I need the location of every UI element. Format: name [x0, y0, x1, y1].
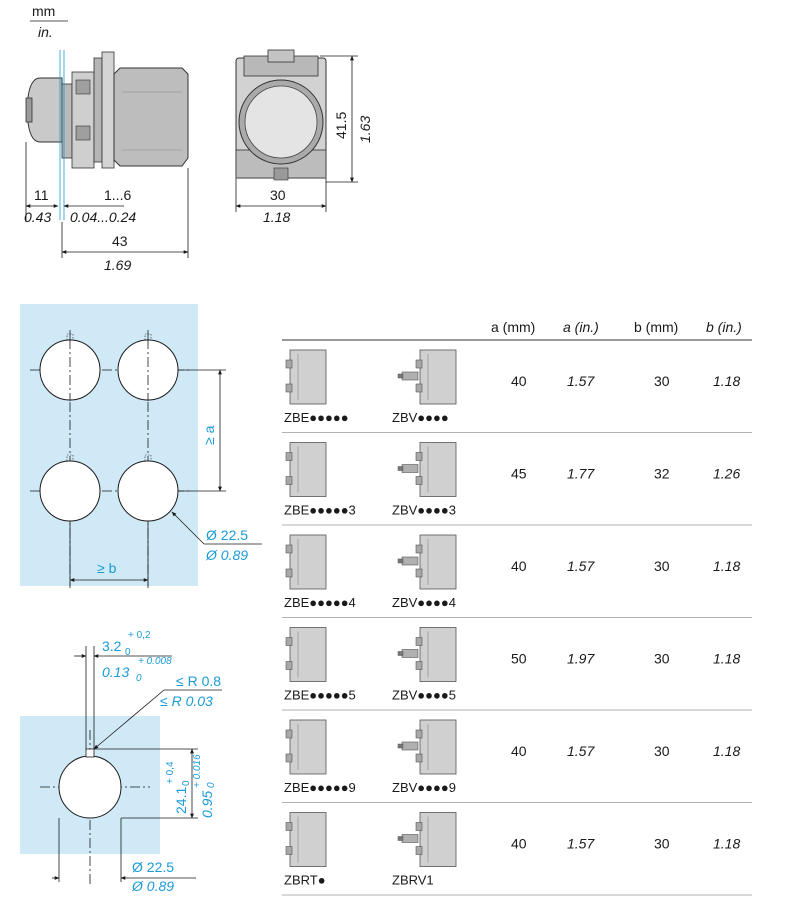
key-width-mm: 3.2	[102, 638, 122, 654]
right-model-label: ZBV●●●●5	[392, 688, 456, 703]
cutout-dia-mm: Ø 22.5	[206, 527, 248, 543]
keyed-dia-mm: Ø 22.5	[132, 859, 174, 875]
key-depth-mm-tol: + 0,4	[165, 761, 176, 784]
contact-block-icon	[397, 349, 457, 405]
dim-height-mm: 41.5	[333, 112, 349, 139]
dimension-table: a (mm) a (in.) b (mm) b (in.) ZBE●●●●●ZB…	[282, 319, 752, 896]
table-row: ZBE●●●●●5 ZBV●●●●5 50 1.97 30 1.18	[282, 627, 752, 711]
cutout-grid: ≥ a ≥ b Ø 22.5 Ø 0.89	[20, 304, 262, 588]
key-width-in: 0.13	[102, 664, 129, 680]
contact-block-icon	[397, 812, 457, 867]
dim-width-in: 1.18	[263, 209, 290, 225]
dim-bezel-in: 0.43	[24, 209, 51, 225]
table-row: ZBE●●●●●4 ZBV●●●●4 40 1.57 30 1.18	[282, 534, 752, 618]
cell-b-mm: 30	[654, 743, 670, 759]
contact-block-icon	[285, 349, 327, 405]
cell-a-mm: 40	[511, 836, 527, 852]
cell-a-in: 1.57	[567, 836, 595, 852]
contact-block-icon	[397, 719, 457, 775]
left-model-label: ZBE●●●●●5	[284, 688, 356, 703]
table-row: ZBRT● ZBRV1 40 1.57 30 1.18	[282, 812, 752, 896]
cell-b-in: 1.18	[713, 836, 740, 852]
dim-depth-mm: 43	[112, 233, 128, 249]
cell-b-mm: 32	[654, 466, 670, 482]
table-row: ZBE●●●●●3 ZBV●●●●3 45 1.77 32 1.26	[282, 442, 752, 526]
contact-block-icon	[397, 442, 457, 497]
header-b-mm: b (mm)	[634, 319, 678, 335]
cell-a-in: 1.97	[567, 651, 595, 667]
key-width-in-low: 0	[136, 673, 142, 684]
left-model-label: ZBRT●	[284, 873, 326, 888]
key-width-mm-tol: + 0,2	[128, 630, 151, 641]
key-depth-mm: 24.1	[173, 787, 189, 814]
cell-b-mm: 30	[654, 651, 670, 667]
keyed-cutout: 3.2 + 0,2 0 0.13 + 0.008 0 ≤ R 0.8 ≤ R 0…	[20, 630, 222, 894]
header-a-mm: a (mm)	[491, 319, 535, 335]
table-row: ZBE●●●●● ZBV●●●● 40 1.57 30 1.18	[282, 349, 752, 433]
right-model-label: ZBV●●●●	[392, 410, 449, 425]
table-row: ZBE●●●●●9 ZBV●●●●9 40 1.57 30 1.18	[282, 719, 752, 803]
unit-metric: mm	[32, 3, 55, 19]
radius-in: ≤ R 0.03	[160, 693, 213, 709]
header-a-in: a (in.)	[563, 319, 599, 335]
dim-depth-in: 1.69	[104, 257, 131, 273]
right-model-label: ZBV●●●●3	[392, 503, 456, 518]
right-model-label: ZBV●●●●9	[392, 780, 456, 795]
key-depth-in: 0.95	[199, 791, 215, 818]
radius-mm: ≤ R 0.8	[176, 673, 221, 689]
contact-block-icon	[285, 442, 327, 497]
contact-block-icon	[397, 534, 457, 590]
cell-a-mm: 50	[511, 651, 527, 667]
cell-b-in: 1.18	[713, 373, 740, 389]
cell-a-mm: 45	[511, 466, 527, 482]
cell-b-in: 1.18	[713, 651, 740, 667]
cell-b-mm: 30	[654, 836, 670, 852]
cell-a-in: 1.77	[567, 466, 595, 482]
dim-bezel-mm: 11	[34, 187, 49, 203]
side-view: 11 0.43 1...6 0.04...0.24 43 1.69	[24, 50, 189, 273]
dim-panel-mm: 1...6	[104, 187, 131, 203]
key-width-in-tol: + 0.008	[138, 656, 172, 667]
key-width-mm-low: 0	[125, 647, 131, 658]
spacing-b-label: ≥ b	[97, 560, 117, 576]
cell-b-mm: 30	[654, 373, 670, 389]
contact-block-icon	[285, 812, 327, 867]
cell-a-mm: 40	[511, 373, 527, 389]
cell-a-mm: 40	[511, 743, 527, 759]
contact-block-icon	[285, 719, 327, 775]
right-model-label: ZBRV1	[392, 873, 434, 888]
key-depth-in-tol: + 0.016	[192, 754, 203, 788]
contact-block-icon	[285, 534, 327, 590]
dim-height-in: 1.63	[357, 116, 373, 143]
cell-b-mm: 30	[654, 558, 670, 574]
key-depth-mm-low: 0	[181, 780, 192, 786]
dim-width-mm: 30	[270, 187, 286, 203]
unit-imperial: in.	[38, 24, 53, 40]
cell-a-in: 1.57	[567, 558, 595, 574]
keyed-dia-in: Ø 0.89	[131, 878, 174, 894]
spacing-a-label: ≥ a	[201, 425, 217, 445]
dim-panel-in: 0.04...0.24	[70, 209, 136, 225]
contact-block-icon	[397, 627, 457, 682]
left-model-label: ZBE●●●●●3	[284, 503, 356, 518]
cell-a-in: 1.57	[567, 373, 595, 389]
left-model-label: ZBE●●●●●	[284, 410, 349, 425]
contact-block-icon	[285, 627, 327, 682]
cell-a-in: 1.57	[567, 743, 595, 759]
rear-view: 30 1.18 41.5 1.63	[235, 49, 373, 225]
left-model-label: ZBE●●●●●4	[284, 595, 356, 610]
cutout-dia-in: Ø 0.89	[205, 547, 248, 563]
right-model-label: ZBV●●●●4	[392, 595, 456, 610]
key-depth-in-low: 0	[206, 782, 217, 788]
left-model-label: ZBE●●●●●9	[284, 780, 356, 795]
cell-b-in: 1.18	[713, 743, 740, 759]
cell-b-in: 1.18	[713, 558, 740, 574]
cell-b-in: 1.26	[713, 466, 740, 482]
header-b-in: b (in.)	[706, 319, 742, 335]
units-legend: mm in.	[30, 3, 68, 40]
cell-a-mm: 40	[511, 558, 527, 574]
